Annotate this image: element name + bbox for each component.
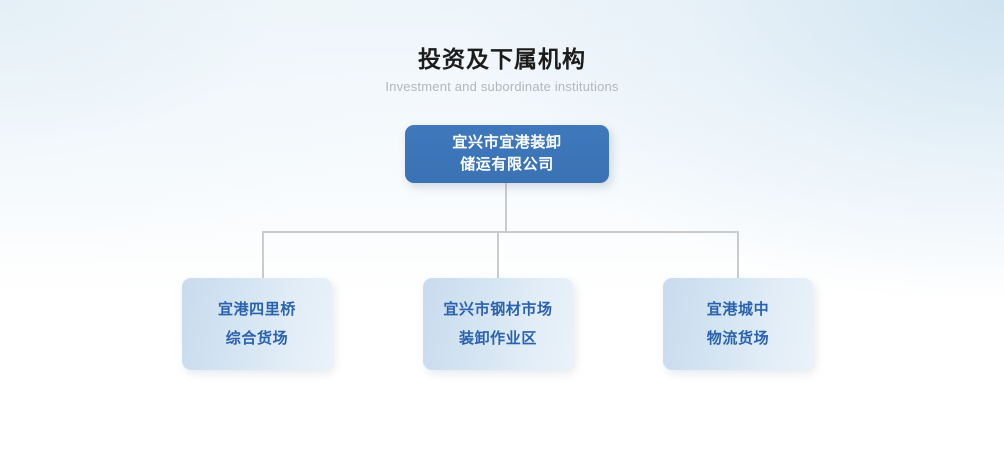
org-node-child-0-line2: 综合货场 [225, 330, 289, 347]
connector-drop-child-0 [262, 231, 264, 279]
page-subtitle: Investment and subordinate institutions [385, 79, 619, 94]
org-node-child-0[interactable]: 宜港四里桥 综合货场 [182, 278, 332, 370]
page-title: 投资及下属机构 [418, 46, 586, 72]
connector-drop-child-2 [737, 231, 739, 279]
org-node-child-1[interactable]: 宜兴市钢材市场 装卸作业区 [423, 278, 573, 370]
org-node-root-line1: 宜兴市宜港装卸 [452, 134, 562, 151]
org-node-child-2-line1: 宜港城中 [706, 301, 770, 318]
connector-trunk-vertical [505, 182, 507, 233]
org-node-child-2[interactable]: 宜港城中 物流货场 [663, 278, 813, 370]
org-node-child-1-line1: 宜兴市钢材市场 [443, 301, 553, 318]
org-node-root[interactable]: 宜兴市宜港装卸 储运有限公司 [405, 125, 609, 183]
org-node-child-1-line2: 装卸作业区 [458, 330, 537, 347]
page-heading: 投资及下属机构 Investment and subordinate insti… [0, 44, 1004, 96]
connector-drop-child-1 [497, 231, 499, 279]
connector-horizontal-bus [262, 231, 739, 233]
org-node-child-0-line1: 宜港四里桥 [217, 301, 296, 318]
org-node-child-2-line2: 物流货场 [706, 330, 770, 347]
org-node-root-line2: 储运有限公司 [460, 156, 554, 173]
